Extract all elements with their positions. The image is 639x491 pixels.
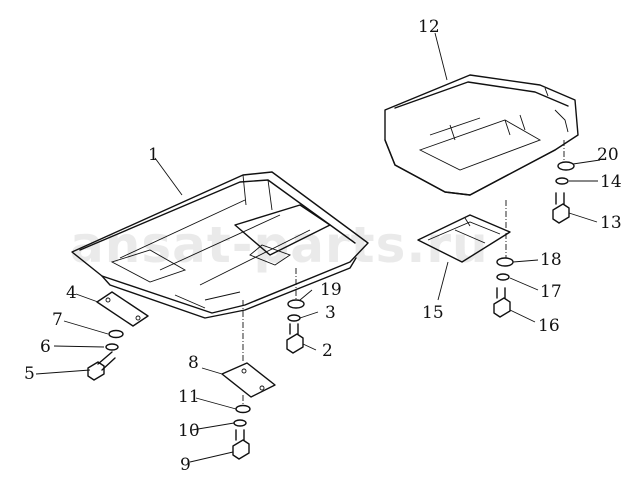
- assembly-lines: [242, 140, 565, 405]
- callout-19: 19: [320, 280, 342, 300]
- washer-11: [235, 404, 251, 414]
- guard-cover: [384, 74, 579, 196]
- callout-11: 11: [178, 387, 200, 407]
- small-plate: [96, 291, 149, 327]
- callout-18: 18: [540, 250, 562, 270]
- callout-9: 9: [180, 455, 191, 475]
- callout-labels: 1 2 3 4 5 6 7 8 9 10 11 12 13 14 15 16 1…: [24, 17, 622, 475]
- lock-washer-6: [105, 343, 119, 351]
- callout-17: 17: [540, 282, 562, 302]
- callout-6: 6: [40, 337, 51, 357]
- bolt-16: [493, 287, 511, 318]
- callout-12: 12: [418, 17, 440, 37]
- lock-washer-10: [233, 419, 247, 427]
- callout-3: 3: [325, 303, 336, 323]
- washer-20: [557, 161, 575, 171]
- lock-washer-3: [287, 314, 301, 322]
- watermark: ansat-parts.ru: [70, 216, 489, 274]
- callout-15: 15: [422, 303, 444, 323]
- washer-7: [108, 329, 124, 339]
- bolt-5: [87, 351, 116, 381]
- callout-5: 5: [24, 364, 35, 384]
- lock-washer-14: [555, 177, 569, 185]
- bolt-13: [552, 192, 570, 224]
- callout-2: 2: [322, 341, 333, 361]
- callout-7: 7: [52, 310, 63, 330]
- cover-plate-right: [417, 214, 511, 263]
- callout-8: 8: [188, 353, 199, 373]
- callout-1: 1: [148, 145, 159, 165]
- lock-washer-17: [496, 273, 510, 281]
- leader-lines: [35, 32, 601, 463]
- washer-19: [287, 299, 305, 309]
- washer-18: [496, 257, 514, 267]
- cover-plate: [221, 362, 276, 398]
- callout-4: 4: [66, 283, 77, 303]
- bolt-2: [286, 323, 304, 354]
- callout-14: 14: [600, 172, 622, 192]
- callout-10: 10: [178, 421, 200, 441]
- undercover-main: [71, 171, 369, 319]
- bolt-9: [232, 429, 250, 460]
- callout-20: 20: [597, 145, 619, 165]
- callout-13: 13: [600, 213, 622, 233]
- callout-16: 16: [538, 316, 560, 336]
